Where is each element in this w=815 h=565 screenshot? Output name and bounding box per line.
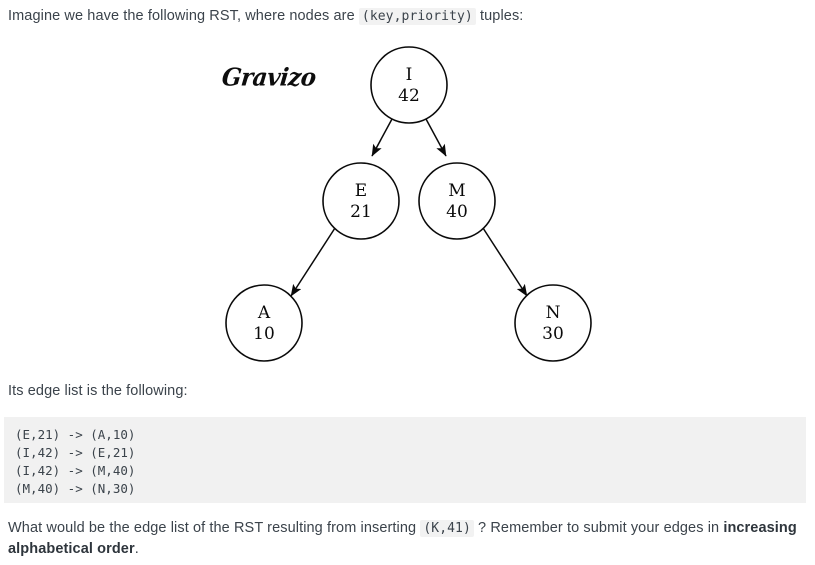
intro-text-after: tuples: — [475, 8, 524, 24]
node-priority-M: 40 — [446, 202, 468, 222]
rst-tree-diagram: Gravizo I 42 E 21 — [0, 28, 815, 378]
code-line: (I,42) -> (E,21) — [15, 445, 136, 460]
intro-text-before: Imagine we have the following RST, where… — [8, 8, 359, 24]
inline-code-k-41: (K,41) — [420, 520, 474, 537]
rst-tree-svg: I 42 E 21 M 40 A 10 N 30 — [225, 46, 592, 362]
question-text-before: What would be the edge list of the RST r… — [8, 520, 421, 536]
tree-node-M[interactable]: M 40 — [418, 162, 496, 240]
edge-list-code-block: (E,21) -> (A,10) (I,42) -> (E,21) (I,42)… — [4, 417, 806, 503]
tree-node-N[interactable]: N 30 — [514, 284, 592, 362]
code-line: (I,42) -> (M,40) — [15, 463, 136, 478]
node-priority-I: 42 — [398, 86, 420, 106]
question-text-trailing: . — [134, 541, 139, 557]
tree-nodes: I 42 E 21 M 40 A 10 N 30 — [225, 46, 592, 362]
edge-M-to-N — [482, 227, 528, 297]
question-paragraph: What would be the edge list of the RST r… — [8, 518, 798, 559]
node-key-E: E — [355, 181, 367, 201]
question-emphasis: increasing alphabetical order — [8, 520, 797, 557]
edge-I-to-E — [371, 118, 393, 157]
node-priority-A: 10 — [253, 324, 275, 344]
tree-node-A[interactable]: A 10 — [225, 284, 303, 362]
node-circle-E[interactable] — [322, 162, 400, 240]
node-circle-I[interactable] — [370, 46, 448, 124]
tree-node-I[interactable]: I 42 — [370, 46, 448, 124]
node-priority-E: 21 — [350, 202, 372, 222]
node-circle-M[interactable] — [418, 162, 496, 240]
code-line: (E,21) -> (A,10) — [15, 427, 136, 442]
node-key-M: M — [448, 181, 465, 201]
edge-list-intro-paragraph: Its edge list is the following: — [8, 381, 608, 401]
edge-I-to-M — [425, 118, 447, 157]
node-key-N: N — [546, 303, 561, 323]
question-text-after: ? Remember to submit your edges in — [473, 520, 724, 536]
edge-E-to-A — [290, 227, 336, 297]
node-circle-A[interactable] — [225, 284, 303, 362]
edge-list-intro-text: Its edge list is the following: — [8, 383, 188, 399]
code-line: (M,40) -> (N,30) — [15, 481, 136, 496]
node-priority-N: 30 — [542, 324, 564, 344]
node-key-I: I — [406, 65, 413, 85]
node-circle-N[interactable] — [514, 284, 592, 362]
inline-code-key-priority: (key,priority) — [358, 8, 476, 25]
gravizo-watermark: Gravizo — [220, 63, 318, 92]
intro-paragraph: Imagine we have the following RST, where… — [8, 6, 798, 27]
tree-node-E[interactable]: E 21 — [322, 162, 400, 240]
node-key-A: A — [257, 303, 271, 323]
tree-edges — [290, 118, 528, 297]
